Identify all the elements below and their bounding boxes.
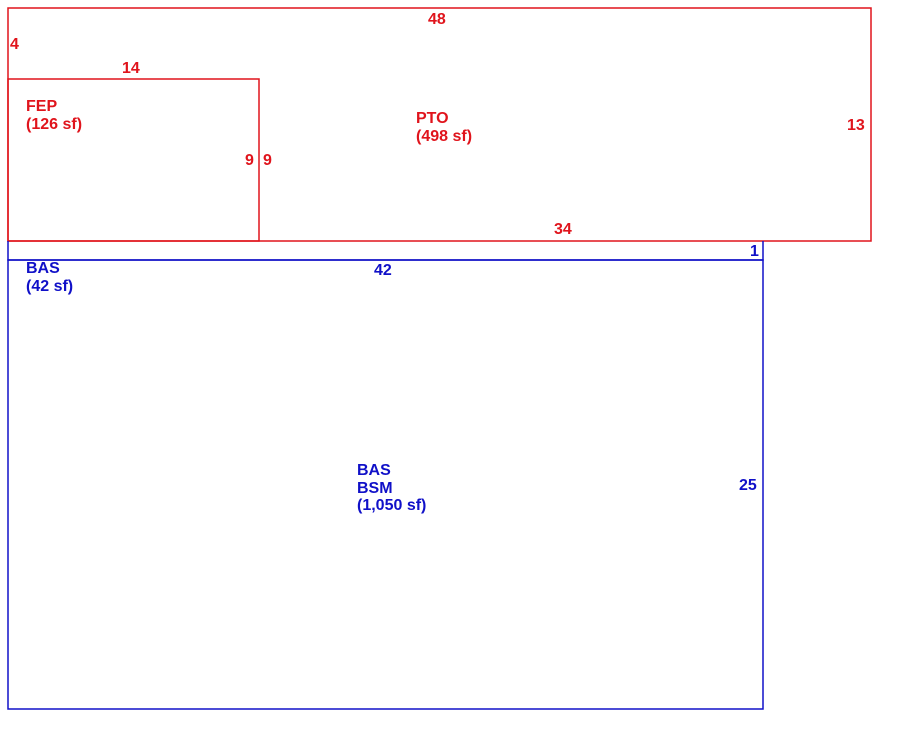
dim-pto-left: 4 (10, 36, 19, 53)
dim-fep-right: 9 (245, 152, 254, 169)
dim-pto-inner-left: 9 (263, 152, 272, 169)
fep-area: (126 sf) (26, 116, 82, 133)
bas-main-area: (1,050 sf) (357, 497, 426, 514)
dim-bas-right: 25 (739, 477, 757, 494)
pto-area: (498 sf) (416, 128, 472, 145)
pto-code: PTO (416, 110, 449, 127)
dim-pto-bottom: 34 (554, 221, 572, 238)
dim-fep-top: 14 (122, 60, 140, 77)
bas-main-sub: BSM (357, 480, 393, 497)
dim-pto-top: 48 (428, 11, 446, 28)
dim-bas-top: 42 (374, 262, 392, 279)
fep-outline (7, 78, 260, 242)
dim-pto-right: 13 (847, 117, 865, 134)
bas-main-code: BAS (357, 462, 391, 479)
bas-main-outline (7, 259, 764, 710)
dim-strip-right: 1 (750, 243, 759, 260)
bas-strip-outline (7, 241, 764, 261)
bas-strip-code: BAS (26, 260, 60, 277)
fep-code: FEP (26, 98, 57, 115)
bas-strip-area: (42 sf) (26, 278, 73, 295)
